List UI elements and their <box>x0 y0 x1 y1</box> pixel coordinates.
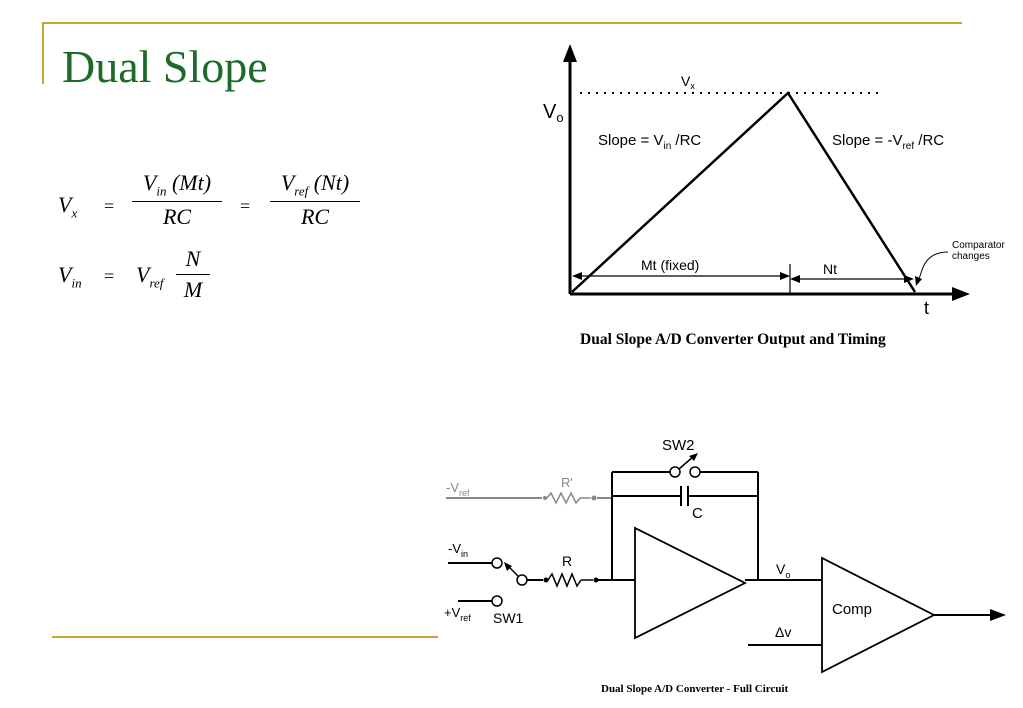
sw2-contact-right <box>689 466 701 478</box>
comparator-pointer <box>917 251 949 283</box>
neg-vref-node <box>543 496 547 500</box>
neg-vin-label: -Vin <box>448 541 468 559</box>
eq1-equals-1: = <box>104 196 115 216</box>
eq1-lhs: Vx <box>58 192 78 221</box>
nt-arrow-right <box>904 275 914 283</box>
left-accent-rule <box>42 22 44 84</box>
circuit-caption: Dual Slope A/D Converter - Full Circuit <box>601 683 789 695</box>
mt-arrow-left <box>572 272 582 280</box>
r-input-node <box>543 577 549 583</box>
peak-label: Vx <box>681 73 695 91</box>
pos-vref-label: +Vref <box>444 605 471 623</box>
neg-vref-label: -Vref <box>446 480 470 498</box>
capacitor-label: C <box>692 505 703 522</box>
sw2-contact-left <box>669 466 681 478</box>
y-axis-arrowhead <box>563 44 577 62</box>
eq2-lhs: Vin <box>58 262 82 291</box>
feedback-network: SW2 C <box>611 437 759 580</box>
eq1-fraction-vin: Vin (Mt) RC <box>132 170 222 230</box>
eq2-vref: Vref <box>136 262 164 291</box>
comparator-note-line2: changes <box>952 251 990 262</box>
r-prime-node <box>591 495 597 501</box>
top-accent-rule <box>42 22 962 24</box>
time-axis-label: t <box>924 298 929 318</box>
r-prime-label: R' <box>561 475 573 490</box>
r-prime-resistor <box>546 491 581 505</box>
integrator-opamp <box>634 526 748 640</box>
nt-label: Nt <box>823 261 837 277</box>
eq2-fraction: N M <box>176 246 210 303</box>
sw1-label: SW1 <box>493 610 524 626</box>
r-label: R <box>562 553 572 569</box>
sw1-contact-top <box>491 557 503 569</box>
r-output-node <box>593 577 599 583</box>
eq1-fraction-vref: Vref (Nt) RC <box>270 170 360 230</box>
sw2-lever-arrow <box>689 453 698 461</box>
comparator-label: Comp <box>832 601 872 618</box>
sw1-common <box>516 574 528 586</box>
nt-arrow-left <box>790 275 800 283</box>
r-resistor <box>547 572 582 588</box>
slide-title: Dual Slope <box>62 41 268 92</box>
negative-vref-input: -Vref R' <box>446 475 612 505</box>
eq2-equals: = <box>104 266 115 286</box>
circuit-diagram: -Vref R' SW2 C -V <box>444 437 1006 674</box>
input-switch: -Vin +Vref SW1 R <box>444 541 635 626</box>
timing-diagram: Vo Vx Slope = Vin /RC Slope = -Vref /RC … <box>543 44 1005 318</box>
sw1-lever-arrow <box>504 562 512 571</box>
mt-label: Mt (fixed) <box>641 257 699 273</box>
comparator-output-arrow <box>990 609 1006 621</box>
y-axis-label: Vo <box>543 101 564 125</box>
slope-up-label: Slope = Vin /RC <box>598 132 701 152</box>
vo-label: Vo <box>776 561 790 580</box>
mt-arrow-right <box>780 272 790 280</box>
timing-diagram-caption: Dual Slope A/D Converter Output and Timi… <box>580 331 886 348</box>
delta-v-label: Δv <box>775 624 791 640</box>
sw2-label: SW2 <box>662 437 695 454</box>
integrator-waveform <box>571 91 917 293</box>
bottom-accent-rule <box>52 636 438 638</box>
comparator-pointer-head <box>915 276 922 286</box>
slope-down-label: Slope = -Vref /RC <box>832 132 944 152</box>
comparator-note-line1: Comparator <box>952 240 1005 251</box>
x-axis-arrowhead <box>952 287 970 301</box>
comparator <box>821 556 936 674</box>
sw1-contact-bottom <box>491 595 503 607</box>
eq1-equals-2: = <box>240 196 251 216</box>
